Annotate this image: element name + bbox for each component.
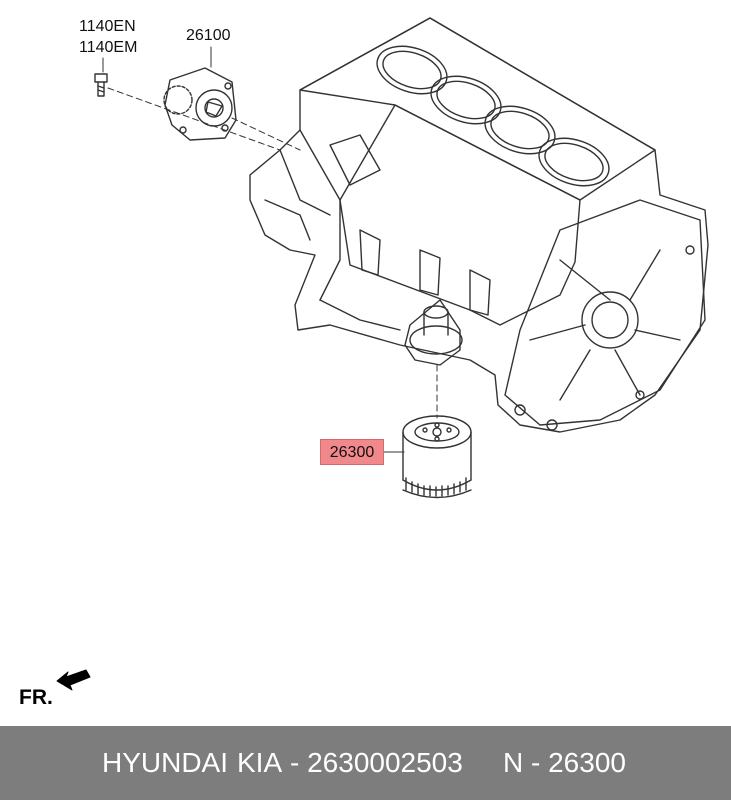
front-direction-label: FR. — [19, 686, 53, 709]
footer-bar: HYUNDAI KIA - 2630002503 N - 26300 — [0, 726, 731, 800]
callout-oil-pump: 26100 — [186, 27, 231, 44]
exploded-parts-diagram — [56, 17, 709, 691]
filter-mount-boss — [404, 299, 461, 366]
footer-reference: N - 26300 — [503, 747, 626, 778]
bolt-illustration — [94, 73, 108, 97]
front-direction-arrow-icon — [56, 669, 91, 691]
callout-bolt-code-2: 1140EM — [79, 39, 138, 56]
oil-filter-illustration — [402, 415, 472, 499]
oil-pump-illustration — [163, 67, 237, 141]
footer-brand-hyundai: HYUNDAI — [102, 747, 229, 778]
cylinder-bore-3 — [484, 105, 556, 155]
footer-brand-kia: KIA — [237, 747, 283, 778]
engine-block-outline — [249, 17, 709, 433]
callout-oil-filter-highlighted: 26300 — [320, 439, 384, 465]
cylinder-bore-4 — [538, 137, 610, 187]
callout-bolt-code-1: 1140EN — [79, 18, 136, 35]
cylinder-bore-1 — [376, 45, 448, 95]
footer-part-number: - 2630002503 — [290, 747, 463, 778]
cylinder-bore-2 — [430, 75, 502, 125]
leader-lines — [102, 46, 438, 453]
bell-housing — [504, 199, 706, 426]
engine-block-illustration — [249, 17, 709, 433]
